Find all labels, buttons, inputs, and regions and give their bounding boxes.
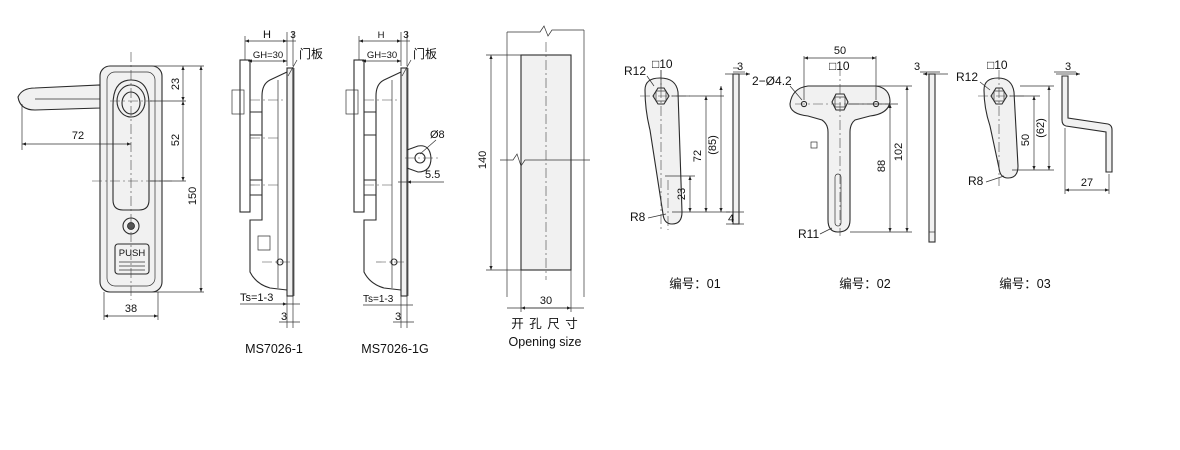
caption-ms7026-1: MS7026-1 xyxy=(245,342,303,356)
dim-3-bottom: 3 xyxy=(281,311,287,323)
caption-opening-cn: 开 孔 尺 寸 xyxy=(511,317,578,331)
cam-03-side-profile xyxy=(1061,75,1113,173)
r12-03: R12 xyxy=(956,70,978,84)
caption-02: 编号：02 xyxy=(839,276,890,291)
dim-23: 23 xyxy=(170,78,182,90)
cam-01-view: R12 □10 3 4 72 (85) 23 R8 编号：01 xyxy=(624,57,750,291)
dim-38: 38 xyxy=(125,303,137,315)
r12-01: R12 xyxy=(624,64,646,78)
r8-01: R8 xyxy=(630,210,646,224)
dim-h-1g: H xyxy=(378,30,385,41)
sq10-02: □10 xyxy=(829,59,850,73)
dim-50-03: 50 xyxy=(1020,134,1032,146)
dim-150: 150 xyxy=(187,187,199,205)
sq10-01: □10 xyxy=(652,57,673,71)
lock-front-view: PUSH 72 23 52 150 38 xyxy=(17,52,204,320)
dim-27-03: 27 xyxy=(1081,177,1093,189)
caption-ms7026-1g: MS7026-1G xyxy=(361,342,428,356)
side-view-ms7026-1g: H 3 GH=30 门板 Ø8 5.5 Ts=1-3 3 MS7026-1G xyxy=(345,30,445,356)
caption-01: 编号：01 xyxy=(669,276,720,291)
dim-4-01: 4 xyxy=(728,213,734,225)
caption-opening-en: Opening size xyxy=(509,335,582,349)
door-panel-label: 门板 xyxy=(299,46,323,61)
dim-102-02: 102 xyxy=(893,143,905,161)
ts-label: Ts=1-3 xyxy=(240,292,273,304)
push-button xyxy=(114,243,150,275)
dim-phi8: Ø8 xyxy=(430,129,445,141)
cam-03-view: R12 □10 3 50 (62) 27 R8 编号：03 xyxy=(956,58,1113,291)
cam-01-shape xyxy=(644,77,683,225)
dim-50-02: 50 xyxy=(834,45,846,57)
dim-3-03: 3 xyxy=(1065,61,1071,73)
dim-88-02: 88 xyxy=(876,160,888,172)
door-panel-label-1g: 门板 xyxy=(413,46,437,61)
dim-3-top-1g: 3 xyxy=(403,30,409,41)
lever-handle xyxy=(17,84,101,111)
dim-3-01: 3 xyxy=(737,61,743,73)
dim-23-01: 23 xyxy=(676,188,688,200)
opening-size-view: 140 30 开 孔 尺 寸 Opening size xyxy=(477,25,590,349)
r8-03: R8 xyxy=(968,174,984,188)
dim-h: H xyxy=(263,29,271,41)
sq10-03: □10 xyxy=(987,58,1008,72)
dim-5-5: 5.5 xyxy=(425,169,440,181)
dim-3-top: 3 xyxy=(290,30,296,41)
dim-30: 30 xyxy=(540,295,552,307)
cam-02-view: 50 □10 2−Ø4.2 3 88 102 R11 编号：02 xyxy=(752,45,948,291)
lock-side-body xyxy=(249,71,288,291)
dim-52: 52 xyxy=(170,134,182,146)
push-label: PUSH xyxy=(119,248,146,259)
dim-62-03: (62) xyxy=(1035,118,1047,138)
cam-03-shape xyxy=(983,77,1019,179)
dim-72-01: 72 xyxy=(692,150,704,162)
dim-3-bottom-1g: 3 xyxy=(395,311,401,323)
dim-140: 140 xyxy=(477,151,489,169)
gh-label: GH=30 xyxy=(253,50,283,61)
caption-03: 编号：03 xyxy=(999,276,1050,291)
dim-85-01: (85) xyxy=(707,135,719,155)
lever-head xyxy=(112,79,150,211)
gh-label-1g: GH=30 xyxy=(367,50,397,61)
holes-02: 2−Ø4.2 xyxy=(752,74,792,88)
dim-3-02: 3 xyxy=(914,61,920,73)
side-view-ms7026-1: H 3 GH=30 门板 Ts=1-3 3 MS7026-1 xyxy=(231,29,323,356)
dim-72: 72 xyxy=(72,130,84,142)
ts-label-1g: Ts=1-3 xyxy=(363,294,394,305)
r11-02: R11 xyxy=(798,227,819,241)
